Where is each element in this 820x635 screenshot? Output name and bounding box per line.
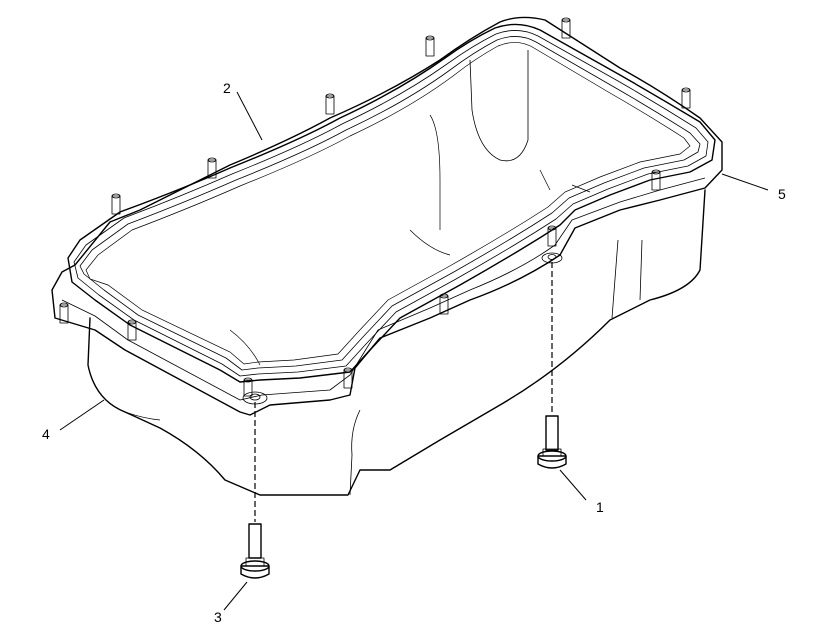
stud <box>243 377 253 397</box>
pan-flange <box>51 16 723 416</box>
flange-studs <box>59 17 691 397</box>
callout-1: 1 <box>596 499 604 515</box>
stud <box>343 367 353 389</box>
stud <box>425 35 435 57</box>
stud <box>561 17 571 39</box>
callout-2: 2 <box>223 80 231 96</box>
callout-labels: 1 2 3 4 5 <box>42 80 786 625</box>
gasket-seal <box>67 23 716 383</box>
stud <box>547 225 557 247</box>
stud <box>681 87 691 109</box>
bolt-centerlines <box>254 262 553 522</box>
oil-pan-body <box>87 189 706 496</box>
callout-4: 4 <box>42 426 50 442</box>
stud <box>207 157 217 179</box>
pan-interior <box>229 50 591 366</box>
stud <box>59 302 69 324</box>
callout-5: 5 <box>778 186 786 202</box>
bolt-item-3 <box>240 523 270 579</box>
stud <box>325 93 335 115</box>
stud <box>439 293 449 315</box>
stud <box>111 193 121 215</box>
stud <box>651 169 661 191</box>
leader-lines <box>59 91 769 611</box>
callout-3: 3 <box>214 609 222 625</box>
stud <box>127 319 137 341</box>
bolt-item-1 <box>537 415 567 469</box>
